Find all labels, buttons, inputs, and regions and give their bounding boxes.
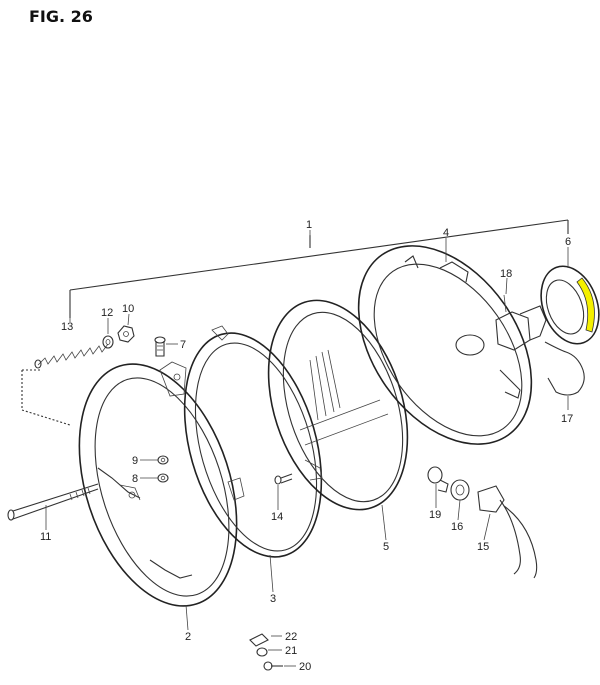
part-6-cover: [540, 265, 600, 345]
callout-22: 22: [285, 631, 297, 643]
part-5-lens: [267, 299, 409, 511]
part-8-nut: [157, 473, 169, 483]
callout-5: 5: [383, 541, 389, 553]
part-20-screw: [263, 661, 283, 671]
callout-4: 4: [443, 227, 449, 239]
callout-3: 3: [270, 593, 276, 605]
part-3-inner-ring: [183, 325, 323, 558]
callout-7: 7: [180, 339, 186, 351]
callout-1: 1: [306, 219, 312, 231]
callout-19: 19: [429, 509, 441, 521]
part-7-screw: [154, 336, 178, 357]
part-18-socket: [495, 294, 547, 351]
part-14-screw: [274, 473, 293, 485]
callout-21: 21: [285, 645, 297, 657]
part-2-outer-rim: [78, 361, 238, 607]
callout-6: 6: [565, 236, 571, 248]
callout-14: 14: [271, 511, 283, 523]
callout-16: 16: [451, 521, 463, 533]
part-9-nut: [157, 455, 169, 465]
part-13-spring: [34, 343, 109, 369]
callout-11: 11: [40, 531, 51, 543]
callout-12: 12: [101, 307, 113, 319]
callout-13: 13: [61, 321, 73, 333]
part-10-nut: [117, 325, 135, 343]
part-19-bulb: [427, 466, 449, 493]
callout-15: 15: [477, 541, 489, 553]
callout-20: 20: [299, 661, 311, 673]
part-11-long-screw: [7, 483, 99, 521]
callout-18: 18: [500, 268, 512, 280]
part-21-nut: [256, 647, 268, 657]
callout-10: 10: [122, 303, 134, 315]
callout-8: 8: [132, 473, 138, 485]
part-4-housing: [357, 245, 533, 445]
part-12-washer: [102, 335, 114, 349]
callout-9: 9: [132, 455, 138, 467]
callout-2: 2: [185, 631, 191, 643]
figure-title: FIG. 26: [29, 7, 93, 26]
part-22-clip: [249, 633, 269, 647]
assembly-bracket: [21, 219, 569, 426]
part-16-socket: [450, 479, 470, 501]
part-17-wire: [544, 341, 585, 396]
callout-17: 17: [561, 413, 573, 425]
leader-lines: [45, 230, 569, 667]
part-15-socket-wires: [477, 485, 538, 579]
